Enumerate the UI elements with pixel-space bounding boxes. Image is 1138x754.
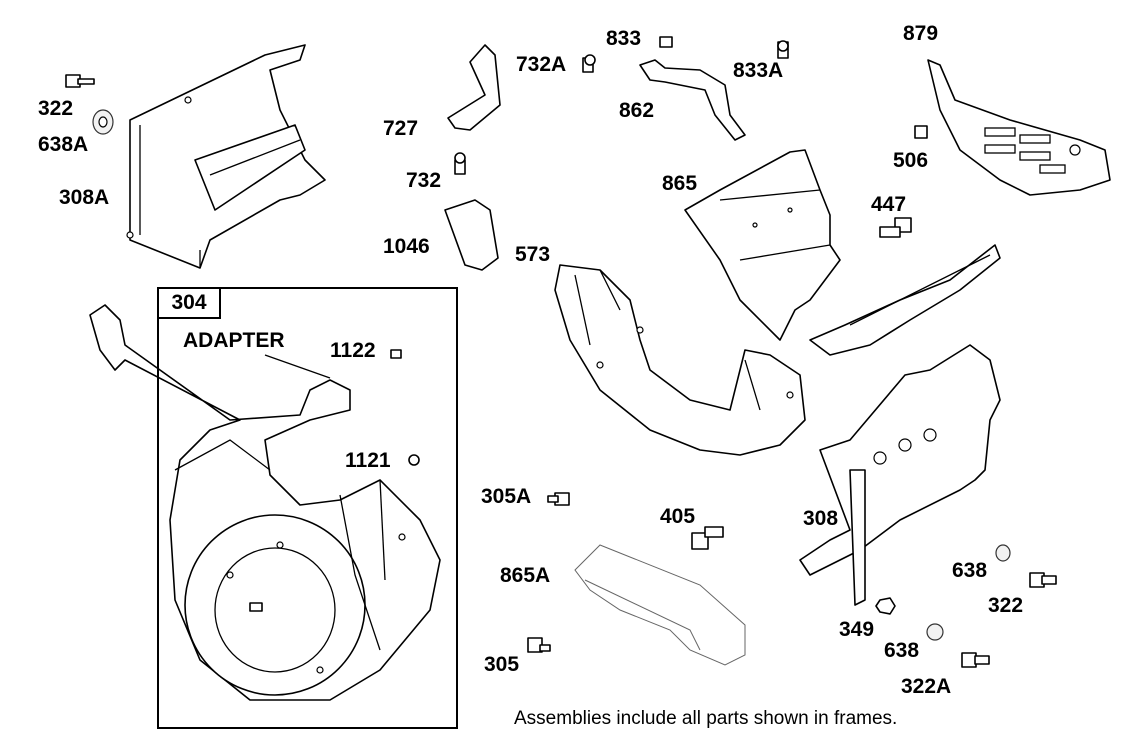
label-305: 305 [484, 653, 520, 676]
part-638-washer-lower [926, 623, 944, 641]
label-865a: 865A [500, 564, 551, 587]
part-447-bolt [879, 217, 912, 238]
label-322a: 322A [901, 675, 952, 698]
frame-tag-304: 304 [157, 287, 221, 319]
label-573: 573 [515, 243, 551, 266]
part-865a-lower-shield [574, 544, 746, 666]
part-322-bolt-top [65, 74, 95, 88]
part-879-heat-shield [927, 59, 1111, 196]
part-405-bolt [691, 526, 724, 550]
label-1121: 1121 [345, 449, 391, 472]
label-1046: 1046 [383, 235, 430, 258]
part-305a-screw [547, 492, 570, 506]
label-308a: 308A [59, 186, 110, 209]
part-638a-washer [92, 109, 114, 135]
label-447: 447 [871, 193, 907, 216]
part-305-screw [527, 637, 551, 653]
assembly-frame-304 [157, 287, 458, 729]
label-732a: 732A [516, 53, 567, 76]
part-833-screw [659, 36, 673, 48]
label-638a: 638A [38, 133, 89, 156]
part-308a-shroud [126, 44, 326, 269]
label-862: 862 [619, 99, 655, 122]
label-833a: 833A [733, 59, 784, 82]
part-833a-screw [777, 40, 789, 59]
part-862-bracket [639, 59, 746, 141]
label-322-lower: 322 [988, 594, 1024, 617]
label-305a: 305A [481, 485, 532, 508]
label-1122: 1122 [330, 339, 376, 362]
label-638-lower: 638 [884, 639, 920, 662]
part-865-cylinder-shield [684, 149, 841, 341]
label-727: 727 [383, 117, 419, 140]
label-308: 308 [803, 507, 839, 530]
part-865-baffle-extension [809, 244, 1001, 356]
label-506: 506 [893, 149, 929, 172]
part-322a-bolt [961, 652, 990, 668]
label-405: 405 [660, 505, 696, 528]
part-308-side-shield [799, 344, 1001, 606]
adapter-label: ADAPTER [183, 329, 285, 352]
label-638-upper: 638 [952, 559, 988, 582]
part-732-screw [454, 152, 466, 175]
part-1121-nut [408, 454, 420, 466]
label-833: 833 [606, 27, 642, 50]
part-304-blower-housing [89, 304, 441, 701]
adapter-leader-line [264, 354, 331, 379]
label-349: 349 [839, 618, 875, 641]
part-1046-pad [444, 199, 499, 271]
part-727-bracket [447, 44, 501, 131]
assemblies-note: Assemblies include all parts shown in fr… [514, 708, 898, 729]
part-506-screw [914, 125, 928, 139]
part-322-bolt-lower [1029, 572, 1057, 588]
part-349-nut [875, 597, 896, 615]
label-732: 732 [406, 169, 442, 192]
part-638-washer-upper [995, 544, 1011, 562]
part-732a-screw [582, 54, 596, 73]
part-1122-screw [390, 349, 402, 359]
label-322-top: 322 [38, 97, 74, 120]
part-573-air-guide [554, 264, 806, 456]
label-865: 865 [662, 172, 698, 195]
label-879: 879 [903, 22, 939, 45]
